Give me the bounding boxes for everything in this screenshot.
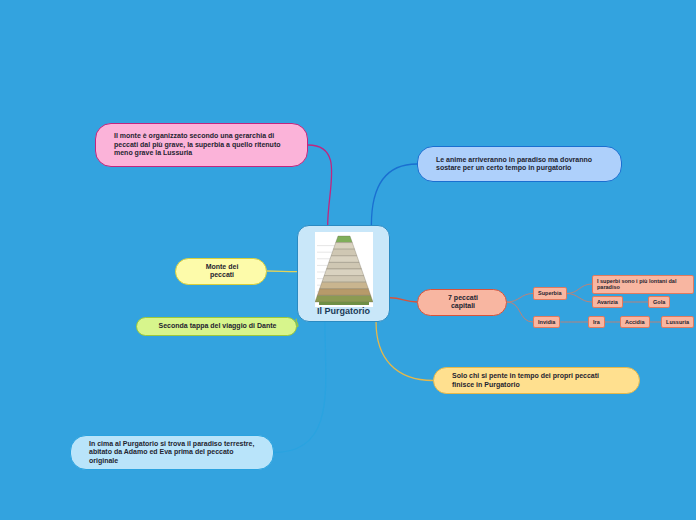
terrace	[327, 262, 362, 269]
branch-connector	[376, 322, 433, 381]
branch-connector	[267, 270, 297, 272]
node-text: I superbi sono i più lontani dal paradis…	[597, 278, 689, 291]
terrace	[329, 256, 359, 263]
node-text: Monte dei peccati	[194, 263, 250, 280]
node-text: Gola	[653, 299, 665, 306]
mountain-terraces	[315, 236, 373, 305]
terrace	[333, 243, 354, 250]
topic-bubble: 7 peccati capitali	[417, 289, 507, 316]
branch-connector	[274, 322, 326, 453]
node-text: 7 peccati capitali	[436, 294, 490, 311]
subtopic-box: I superbi sono i più lontani dal paradis…	[592, 275, 694, 294]
branch-connector	[605, 322, 620, 323]
branch-connector	[623, 302, 648, 303]
branch-connector	[560, 322, 588, 323]
shore	[319, 302, 369, 305]
branch-connector	[507, 302, 533, 322]
node-text: Invidia	[538, 319, 555, 326]
subtopic-box: Avarizia	[592, 296, 623, 309]
topic-bubble: In cima al Purgatorio si trova il paradi…	[70, 435, 274, 471]
node-text: Accidia	[625, 319, 645, 326]
subtopic-box: Lussuria	[661, 316, 694, 329]
mountain-illustration	[315, 232, 373, 307]
node-text: Seconda tappa del viaggio di Dante	[155, 322, 280, 331]
node-text: Avarizia	[597, 299, 618, 306]
branch-connector	[507, 294, 533, 303]
leader-line	[317, 258, 330, 259]
branch-connector	[308, 145, 332, 225]
branch-connector	[390, 298, 417, 302]
subtopic-box: Accidia	[620, 316, 650, 329]
leader-line	[317, 265, 328, 266]
leader-line	[317, 272, 326, 273]
terrace	[320, 282, 369, 289]
node-text: Il monte è organizzato secondo una gerar…	[114, 132, 291, 158]
topic-bubble: Seconda tappa del viaggio di Dante	[136, 317, 297, 336]
subtopic-box: Ira	[588, 316, 605, 329]
terrace	[315, 295, 373, 302]
node-text: Il Purgatorio	[317, 306, 370, 317]
subtopic-box: Superbia	[533, 287, 567, 300]
node-text: In cima al Purgatorio si trova il paradi…	[89, 440, 257, 466]
node-text: Superbia	[538, 290, 562, 297]
node-text: Lussuria	[666, 319, 689, 326]
terrace	[324, 269, 364, 276]
topic-bubble: Il monte è organizzato secondo una gerar…	[95, 123, 308, 167]
branch-connector	[567, 284, 592, 294]
branch-connector	[371, 164, 417, 225]
terrace	[322, 276, 366, 283]
terrace	[336, 236, 353, 243]
leader-line	[317, 291, 319, 292]
branch-connector	[567, 294, 592, 303]
leader-line	[317, 278, 323, 279]
terrace	[331, 249, 357, 256]
node-text: Solo chi si pente in tempo dei propri pe…	[452, 372, 623, 389]
terrace	[317, 289, 370, 296]
node-text: Ira	[593, 319, 600, 326]
leader-line	[317, 252, 332, 253]
illustration-ground	[315, 232, 373, 307]
node-text: Le anime arriveranno in paradiso ma dovr…	[436, 156, 605, 173]
leader-line	[317, 245, 335, 246]
subtopic-box: Gola	[648, 296, 670, 309]
subtopic-box: Invidia	[533, 316, 560, 329]
topic-bubble: Le anime arriveranno in paradiso ma dovr…	[417, 146, 622, 182]
branch-connector	[650, 322, 661, 323]
topic-bubble: Monte dei peccati	[175, 258, 267, 285]
leader-line	[317, 285, 321, 286]
central-topic: Il Purgatorio	[297, 225, 390, 322]
topic-bubble: Solo chi si pente in tempo dei propri pe…	[433, 367, 640, 394]
